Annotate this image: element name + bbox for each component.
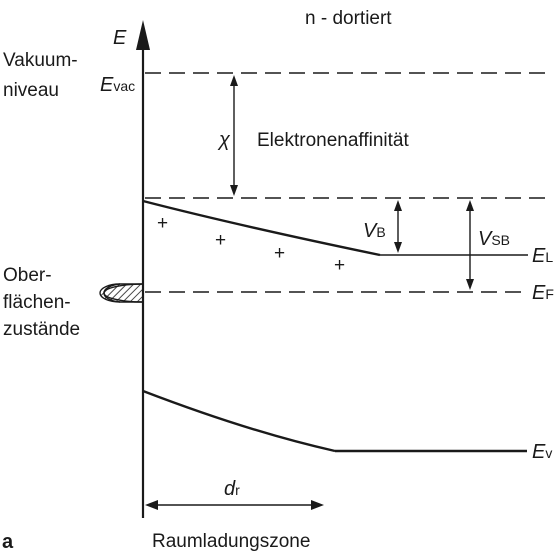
energy-axis-arrowhead [136, 20, 150, 50]
space-charge-plus-4: + [334, 255, 345, 276]
surface-states-label-2: flächen- [3, 292, 71, 313]
chi-arrow-bottom [230, 185, 238, 196]
space-charge-region-label: Raumladungszone [152, 531, 310, 552]
valence-band-edge [142, 389, 336, 453]
surface-states-label-1: Ober- [3, 265, 52, 286]
vsb-arrow-top [466, 200, 474, 211]
ev-label: Ev [532, 441, 552, 463]
surface-states-ellipse-filled [99, 283, 144, 303]
doping-title: n - dortiert [305, 8, 392, 29]
space-charge-plus-3: + [274, 243, 285, 264]
surface-states-label-3: zustände [3, 319, 80, 340]
vsb-arrow-bottom [466, 279, 474, 290]
vacuum-level-label-2: niveau [3, 80, 59, 101]
vb-arrow-bottom [394, 242, 402, 253]
space-charge-plus-1: + [157, 213, 168, 234]
ef-label: EF [532, 282, 554, 304]
dr-arrow-right [311, 500, 324, 510]
vsb-label: VSB [478, 228, 510, 250]
dr-label: dr [224, 478, 240, 500]
vb-label: VB [363, 220, 386, 242]
vb-arrow-top [394, 200, 402, 211]
evac-label: Evac [100, 74, 135, 96]
conduction-band-edge [142, 199, 381, 257]
chi-arrow-top [230, 75, 238, 86]
dr-arrow-left [145, 500, 158, 510]
space-charge-plus-2: + [215, 230, 226, 251]
chi-symbol: χ [217, 129, 231, 151]
surface-states-ellipse-outline [103, 283, 144, 303]
energy-axis-label: E [113, 27, 127, 49]
panel-label: a [2, 531, 14, 553]
electron-affinity-label: Elektronenaffinität [257, 130, 409, 151]
el-label: EL [532, 245, 553, 267]
vacuum-level-label-1: Vakuum- [3, 50, 78, 71]
